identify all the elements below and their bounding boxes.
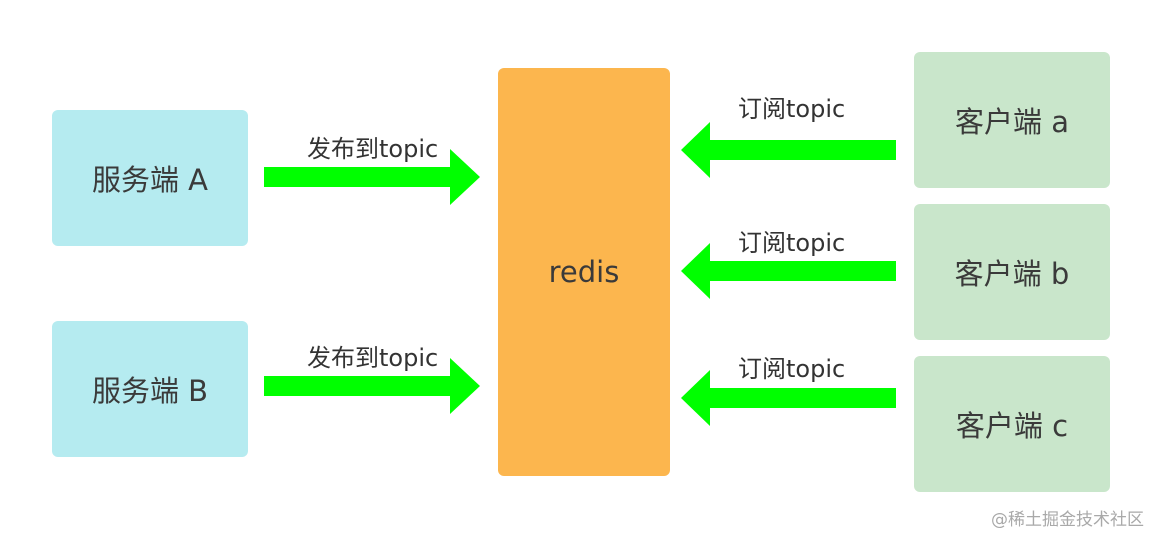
publish-arrow-a	[264, 149, 480, 205]
subscribe-arrow-b	[681, 243, 896, 299]
client-box-c: 客户端 c	[914, 356, 1110, 492]
publish-label-a: 发布到topic	[307, 135, 439, 163]
client-label-c: 客户端 c	[955, 409, 1069, 443]
publish-label-b: 发布到topic	[307, 344, 439, 372]
watermark-text: @稀土掘金技术社区	[991, 510, 1144, 530]
client-label-a: 客户端 a	[955, 105, 1069, 139]
server-box-b: 服务端 B	[52, 321, 248, 457]
server-label-b: 服务端 B	[91, 374, 209, 408]
subscribe-label-a: 订阅topic	[738, 95, 846, 123]
client-box-b: 客户端 b	[914, 204, 1110, 340]
server-label-a: 服务端 A	[91, 163, 209, 197]
subscribe-label-b: 订阅topic	[738, 229, 846, 257]
subscribe-label-c: 订阅topic	[738, 355, 846, 383]
subscribe-arrow-a	[681, 122, 896, 178]
client-box-a: 客户端 a	[914, 52, 1110, 188]
server-box-a: 服务端 A	[52, 110, 248, 246]
subscribe-arrow-c	[681, 370, 896, 426]
redis-label: redis	[548, 255, 620, 289]
publish-arrow-b	[264, 358, 480, 414]
redis-box: redis	[498, 68, 670, 476]
client-label-b: 客户端 b	[954, 257, 1070, 291]
